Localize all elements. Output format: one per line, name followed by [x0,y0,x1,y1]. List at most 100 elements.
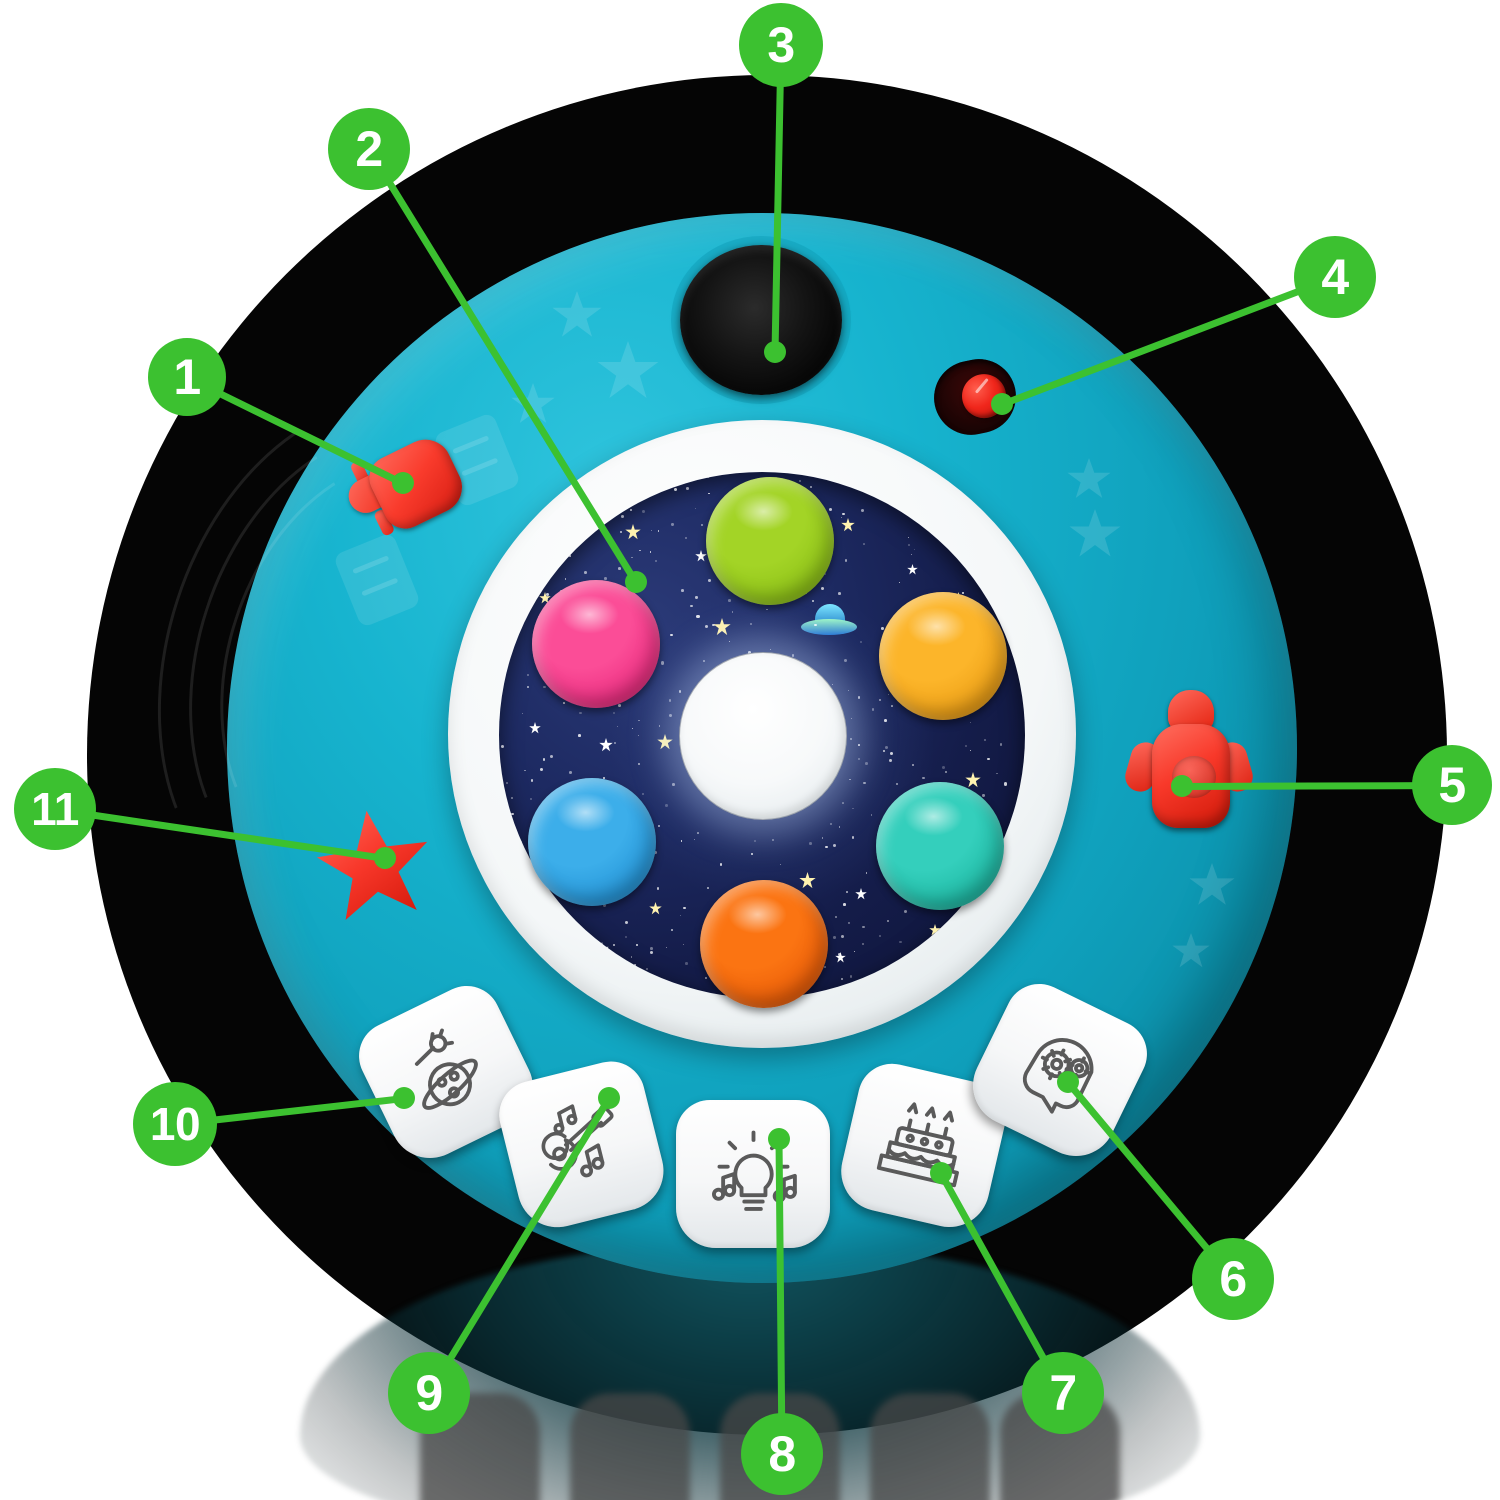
starfield-speck [519,477,523,480]
starfield-speck [1012,987,1015,990]
green-dome-button[interactable] [706,477,834,605]
starfield-speck [602,995,606,998]
starfield-speck [633,974,635,976]
starfield-speck [885,746,889,750]
starfield-speck [996,772,998,774]
callout-badge-2[interactable]: 2 [328,108,410,190]
starfield-speck [677,474,680,477]
blue-dome-button[interactable] [528,778,656,906]
starfield-speck [891,967,894,970]
starfield-speck [511,812,515,816]
callout-badge-11[interactable]: 11 [14,768,96,850]
starfield-speck [798,479,801,482]
callout-badge-10[interactable]: 10 [133,1082,217,1166]
starfield-speck [1003,971,1005,974]
starfield-speck [503,556,506,559]
starfield-star-icon [529,722,541,734]
starfield-speck [1015,856,1017,858]
starfield-speck [844,559,848,562]
starfield-speck [895,783,898,786]
starfield-speck [540,767,544,771]
starfield-speck [612,943,616,947]
starfield-speck [568,771,572,775]
starfield-speck [562,479,566,482]
starfield-speck [524,770,526,772]
callout-badge-8[interactable]: 8 [741,1413,823,1495]
star-emboss-icon [1069,509,1121,557]
callout-badge-3[interactable]: 3 [739,3,823,87]
callout-badge-5[interactable]: 5 [1412,745,1492,825]
starfield-speck [529,933,531,935]
starfield-speck [1019,943,1023,946]
starfield-speck [750,623,753,626]
starfield-speck [916,950,919,953]
center-light-dome[interactable] [679,652,847,820]
lightbulb-music-key[interactable] [676,1100,830,1248]
starfield-speck [683,907,686,910]
callout-badge-7[interactable]: 7 [1022,1352,1104,1434]
starfield-speck [862,925,865,929]
callout-tip-dot-9 [598,1087,620,1109]
starfield-speck [530,905,534,909]
starfield-speck [703,660,705,663]
starfield-speck [543,482,545,485]
starfield-speck [899,581,901,583]
starfield-speck [634,964,636,967]
callout-badge-1[interactable]: 1 [148,338,226,416]
starfield-speck [859,478,863,482]
orange2-dome-button[interactable] [700,880,828,1008]
starfield-speck [1022,624,1025,627]
starfield-speck [727,599,731,603]
callout-badge-4[interactable]: 4 [1294,236,1376,318]
starfield-speck [810,485,813,488]
starfield-speck [671,928,674,931]
starfield-speck [779,863,782,866]
starfield-speck [858,743,860,746]
starfield-speck [705,977,708,980]
starfield-speck [606,484,609,487]
starfield-speck [851,835,855,839]
pink-dome-button[interactable] [532,580,660,708]
starfield-speck [550,755,554,759]
starfield-speck [849,974,853,978]
starfield-speck [505,781,509,785]
starfield-speck [879,935,882,938]
starfield-speck [563,702,565,704]
starfield-speck [685,536,688,539]
starfield-speck [522,572,525,575]
starfield-speck [619,530,623,534]
starfield-speck [852,807,854,810]
callout-badge-9[interactable]: 9 [388,1352,470,1434]
starfield-speck [944,771,947,774]
starfield-speck [642,510,646,514]
starfield-speck [543,512,545,515]
starfield-speck [1023,899,1025,902]
orange-dome-button[interactable] [879,592,1007,720]
starfield-speck [695,596,698,599]
starfield-star-icon [657,734,673,750]
starfield-speck [769,648,772,650]
starfield-speck [910,553,912,555]
starfield-speck [941,765,945,769]
starfield-speck [1015,601,1019,605]
starfield-speck [656,887,660,890]
starfield-speck [635,943,638,947]
starfield-speck [838,592,841,596]
red-astronaut-button[interactable] [1121,690,1257,860]
starfield-speck [639,549,641,552]
projector-lens[interactable] [680,245,842,395]
starfield-speck [612,712,615,715]
starfield-speck [515,963,518,966]
starfield-speck [1007,937,1010,940]
teal-dome-button[interactable] [876,782,1004,910]
starfield-star-icon [649,902,662,915]
starfield-speck [630,956,633,958]
starfield-speck [625,936,628,939]
callout-badge-6[interactable]: 6 [1192,1238,1274,1320]
star-emboss-icon [1172,933,1210,968]
starfield-speck [603,577,607,581]
starfield-star-icon [713,618,731,636]
starfield-speck [982,794,985,797]
starfield-speck [646,968,649,971]
starfield-speck [889,751,893,755]
